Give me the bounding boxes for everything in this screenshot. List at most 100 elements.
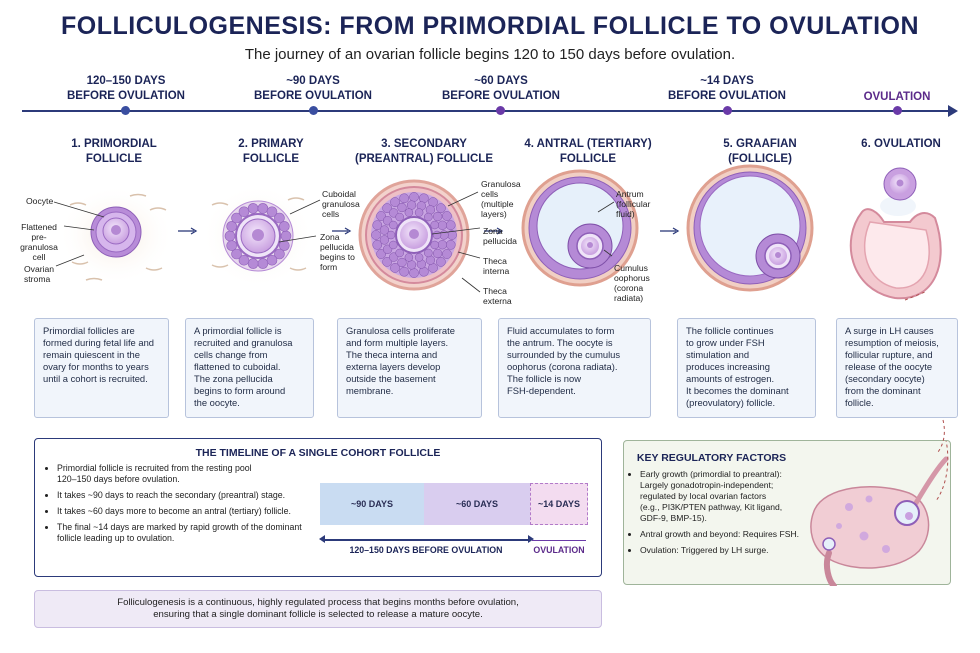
granulosa-cell — [224, 230, 236, 242]
granulosa-cell — [389, 240, 398, 250]
granulosa-cell — [404, 253, 414, 262]
ovulation-range-line — [532, 540, 586, 541]
granulosa-cell — [274, 212, 285, 224]
granulosa-cell — [231, 212, 242, 224]
granulosa-cell — [436, 257, 446, 267]
granulosa-cell — [397, 202, 407, 213]
granulosa-cell — [433, 248, 443, 259]
bar-14-days: ~14 DAYS — [530, 483, 588, 525]
timeline-arrow-icon — [948, 105, 958, 117]
granulosa-cell — [404, 208, 414, 217]
granulosa-cell — [226, 221, 237, 232]
granulosa-cell — [386, 230, 396, 240]
range-left-arrow-icon — [319, 535, 325, 543]
stage-title-ovulation: 6. OVULATION — [861, 138, 941, 150]
range-line — [322, 539, 530, 541]
bar-90-days: ~90 DAYS — [320, 483, 424, 525]
follicle-illustrations — [53, 164, 942, 300]
timeline-axis — [22, 110, 952, 112]
granulosa-cell — [372, 220, 383, 231]
granulosa-cell — [432, 230, 442, 240]
label-oocyte: Oocyte — [26, 196, 54, 206]
timeline-label-ovulation: OVULATION — [863, 91, 931, 103]
cohort-bullet: Primordial follicle is recruited from th… — [57, 463, 342, 485]
key-factors-bullets: Early growth (primordial to preantral):L… — [628, 469, 830, 561]
granulosa-cell — [445, 239, 456, 250]
timeline-dot-2 — [309, 106, 318, 115]
granulosa-cell — [395, 248, 404, 258]
timeline-dot-3 — [496, 106, 505, 115]
cohort-bullet: It takes ~90 days to reach the secondary… — [57, 490, 342, 501]
granulosa-cell — [279, 221, 290, 232]
granulosa-cell — [376, 211, 386, 221]
stage-title-graafian: 5. GRAAFIAN(FOLLICLE) — [723, 138, 797, 165]
granulosa-cell — [247, 258, 259, 269]
granulosa-cell — [226, 240, 237, 251]
granulosa-cell — [382, 203, 392, 213]
granulosa-cell — [430, 240, 439, 250]
granulosa-cell — [371, 230, 381, 240]
cohort-bullet: The final ~14 days are marked by rapid g… — [57, 522, 342, 544]
granulosa-cell — [399, 193, 410, 204]
antral-follicle-illustration — [521, 169, 639, 287]
granulosa-cell — [442, 211, 452, 221]
stage-title-secondary: 3. SECONDARY(PREANTRAL) FOLLICLE — [355, 138, 493, 165]
granulosa-cell — [406, 200, 417, 210]
key-factor-bullet: Ovulation: Triggered by LH surge. — [640, 545, 830, 556]
secondary-follicle-illustration — [358, 179, 470, 291]
granulosa-cell — [436, 203, 446, 213]
key-factors-title: KEY REGULATORY FACTORS — [636, 452, 787, 464]
granulosa-cell — [424, 248, 433, 258]
granulosa-cell — [280, 230, 292, 242]
granulosa-cell — [257, 203, 269, 214]
granulosa-cell — [382, 257, 392, 267]
granulosa-cell — [409, 192, 419, 202]
primary-follicle-illustration — [202, 184, 314, 288]
range-label: 120–150 DAYS BEFORE OVULATION — [349, 545, 503, 555]
granulosa-cell — [376, 249, 386, 259]
granulosa-cell — [379, 225, 390, 235]
granulosa-cell — [414, 208, 424, 217]
granulosa-cell — [231, 248, 242, 260]
key-factor-bullet: Early growth (primordial to preantral):L… — [640, 469, 830, 524]
page-subtitle: The journey of an ovarian follicle begin… — [244, 46, 736, 63]
granulosa-cell — [247, 203, 259, 214]
granulosa-cell — [379, 235, 390, 245]
granulosa-cell — [445, 220, 456, 231]
granulosa-cell — [274, 248, 285, 260]
granulosa-cell — [395, 212, 404, 222]
granulosa-cell — [238, 254, 250, 266]
ovulation-label: OVULATION — [533, 545, 585, 555]
granulosa-cell — [433, 211, 443, 222]
bar-60-days: ~60 DAYS — [424, 483, 530, 525]
ovary-illustration — [810, 441, 949, 586]
granulosa-cell — [442, 249, 452, 259]
granulosa-cell — [279, 240, 290, 251]
footer-note: Folliculogenesis is a continuous, highly… — [34, 590, 602, 628]
timeline-dot-1 — [121, 106, 130, 115]
granulosa-cell — [390, 197, 400, 207]
granulosa-cell — [409, 268, 419, 278]
page-title: FOLLICULOGENESIS: FROM PRIMORDIAL FOLLIC… — [60, 12, 920, 40]
granulosa-cell — [266, 254, 278, 266]
primordial-follicle-illustration — [58, 185, 174, 285]
timeline-dot-4 — [723, 106, 732, 115]
granulosa-cell — [399, 266, 410, 277]
key-factors-box: KEY REGULATORY FACTORS Early growth (pri… — [623, 440, 951, 586]
